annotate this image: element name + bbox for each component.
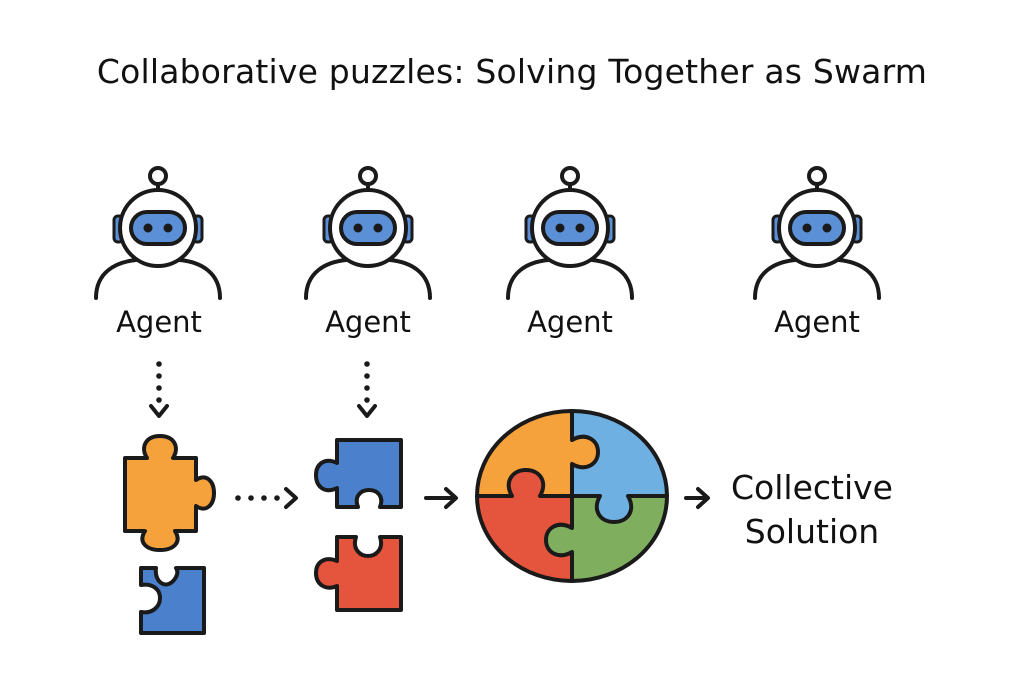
agent-label: Agent bbox=[774, 305, 860, 339]
puzzle-piece-icon bbox=[139, 566, 206, 635]
solution-line-2: Solution bbox=[744, 512, 880, 551]
agent-label: Agent bbox=[325, 305, 411, 339]
agent-label: Agent bbox=[116, 305, 202, 339]
assembled-puzzle-icon bbox=[475, 409, 669, 583]
puzzle-piece-icon bbox=[123, 434, 216, 552]
arrow-icon bbox=[684, 487, 710, 509]
diagram-title: Collaborative puzzles: Solving Together … bbox=[96, 52, 928, 91]
robot-icon bbox=[506, 166, 634, 300]
robot-icon bbox=[304, 166, 432, 300]
robot-icon bbox=[94, 166, 222, 300]
collective-solution-label: Collective Solution bbox=[712, 466, 912, 554]
dotted-arrow-icon bbox=[235, 487, 298, 509]
arrow-icon bbox=[424, 487, 458, 509]
solution-line-1: Collective bbox=[731, 468, 893, 507]
dotted-arrow-icon bbox=[149, 361, 169, 418]
puzzle-piece-icon bbox=[314, 535, 403, 612]
puzzle-piece-icon bbox=[314, 438, 403, 509]
dotted-arrow-icon bbox=[357, 361, 377, 418]
agent-label: Agent bbox=[527, 305, 613, 339]
robot-icon bbox=[753, 166, 881, 300]
